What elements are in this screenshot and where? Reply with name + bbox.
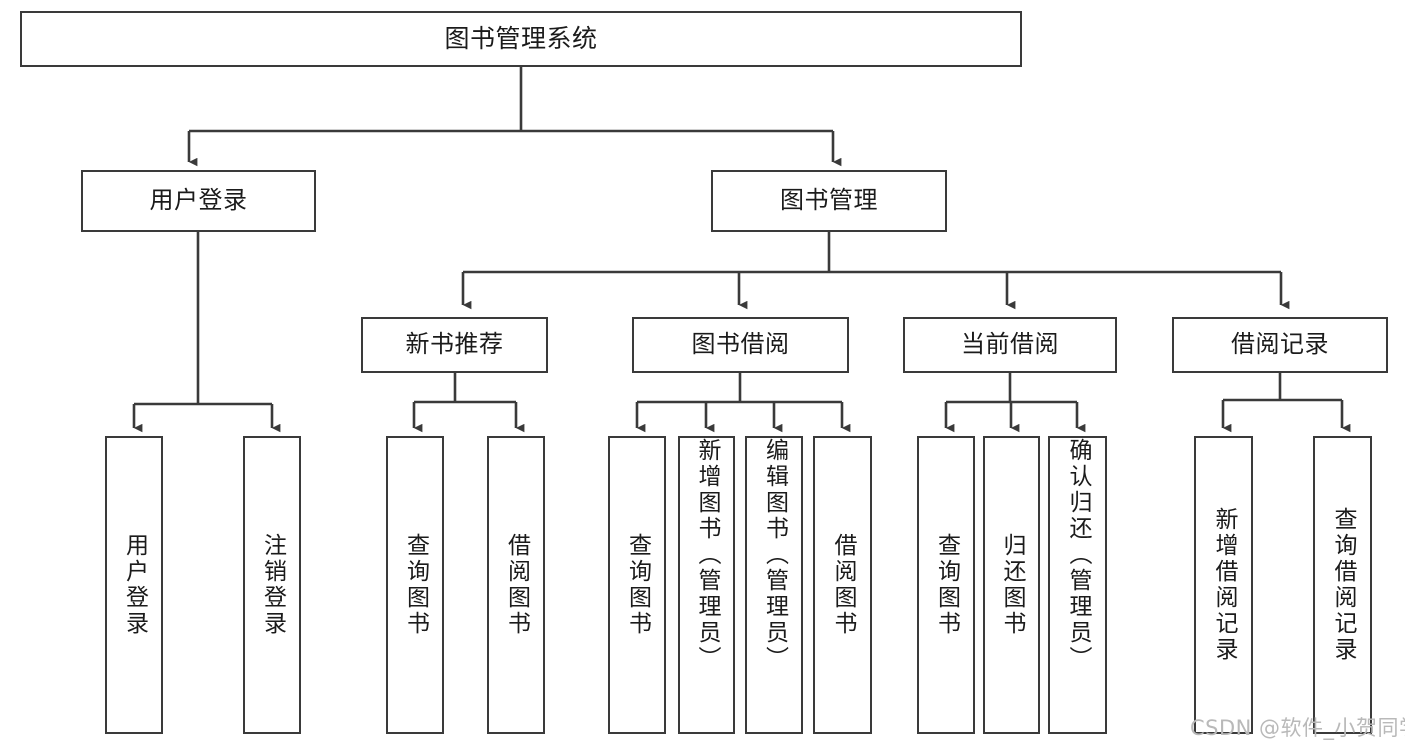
watermark-text: CSDN @软件_小贺同学 xyxy=(1190,716,1405,740)
leaf-current-return-books[interactable]: 归还图书 xyxy=(983,436,1040,734)
leaf-current-confirm-return-admin[interactable]: 确认归还（管理员） xyxy=(1048,436,1107,734)
leaf-current-query-books[interactable]: 查询图书 xyxy=(917,436,975,734)
node-label: 当前借阅 xyxy=(961,330,1059,359)
leaf-borrow-edit-book-admin[interactable]: 编辑图书（管理员） xyxy=(745,436,803,734)
node-label: 借阅记录 xyxy=(1231,330,1329,359)
node-borrow-record[interactable]: 借阅记录 xyxy=(1172,317,1388,373)
node-book-borrow[interactable]: 图书借阅 xyxy=(632,317,849,373)
node-library-management-system[interactable]: 图书管理系统 xyxy=(20,11,1022,67)
node-label: 新增借阅记录 xyxy=(1211,507,1237,663)
node-label: 图书管理 xyxy=(780,186,878,215)
leaf-newbook-borrow-books[interactable]: 借阅图书 xyxy=(487,436,545,734)
node-label: 查询图书 xyxy=(933,533,960,637)
leaf-record-query-borrow-record[interactable]: 查询借阅记录 xyxy=(1313,436,1372,734)
node-book-management[interactable]: 图书管理 xyxy=(711,170,947,232)
node-current-borrow[interactable]: 当前借阅 xyxy=(903,317,1117,373)
node-label: 新增图书（管理员） xyxy=(694,438,720,672)
node-label: 新书推荐 xyxy=(405,330,504,359)
node-label: 用户登录 xyxy=(149,186,248,215)
node-label: 确认归还（管理员） xyxy=(1065,438,1091,672)
node-label: 归还图书 xyxy=(999,533,1025,637)
node-label: 借阅图书 xyxy=(503,533,530,637)
node-label: 图书管理系统 xyxy=(444,23,598,53)
node-label: 借阅图书 xyxy=(830,533,856,637)
node-label: 查询图书 xyxy=(624,533,651,637)
leaf-user-login[interactable]: 用户登录 xyxy=(105,436,163,734)
node-label: 用户登录 xyxy=(121,533,148,637)
node-label: 查询图书 xyxy=(402,533,429,637)
node-label: 注销登录 xyxy=(259,533,286,637)
leaf-borrow-query-books[interactable]: 查询图书 xyxy=(608,436,666,734)
node-label: 编辑图书（管理员） xyxy=(761,438,788,672)
node-new-book-recommend[interactable]: 新书推荐 xyxy=(361,317,548,373)
leaf-record-add-borrow-record[interactable]: 新增借阅记录 xyxy=(1194,436,1253,734)
node-label: 图书借阅 xyxy=(691,330,790,359)
leaf-logout[interactable]: 注销登录 xyxy=(243,436,301,734)
node-label: 查询借阅记录 xyxy=(1330,507,1356,663)
csdn-watermark: CSDN @软件_小贺同学 xyxy=(1190,712,1405,742)
leaf-borrow-add-book-admin[interactable]: 新增图书（管理员） xyxy=(678,436,735,734)
leaf-newbook-query-books[interactable]: 查询图书 xyxy=(386,436,444,734)
leaf-borrow-borrow-books[interactable]: 借阅图书 xyxy=(813,436,872,734)
node-user-login[interactable]: 用户登录 xyxy=(81,170,316,232)
